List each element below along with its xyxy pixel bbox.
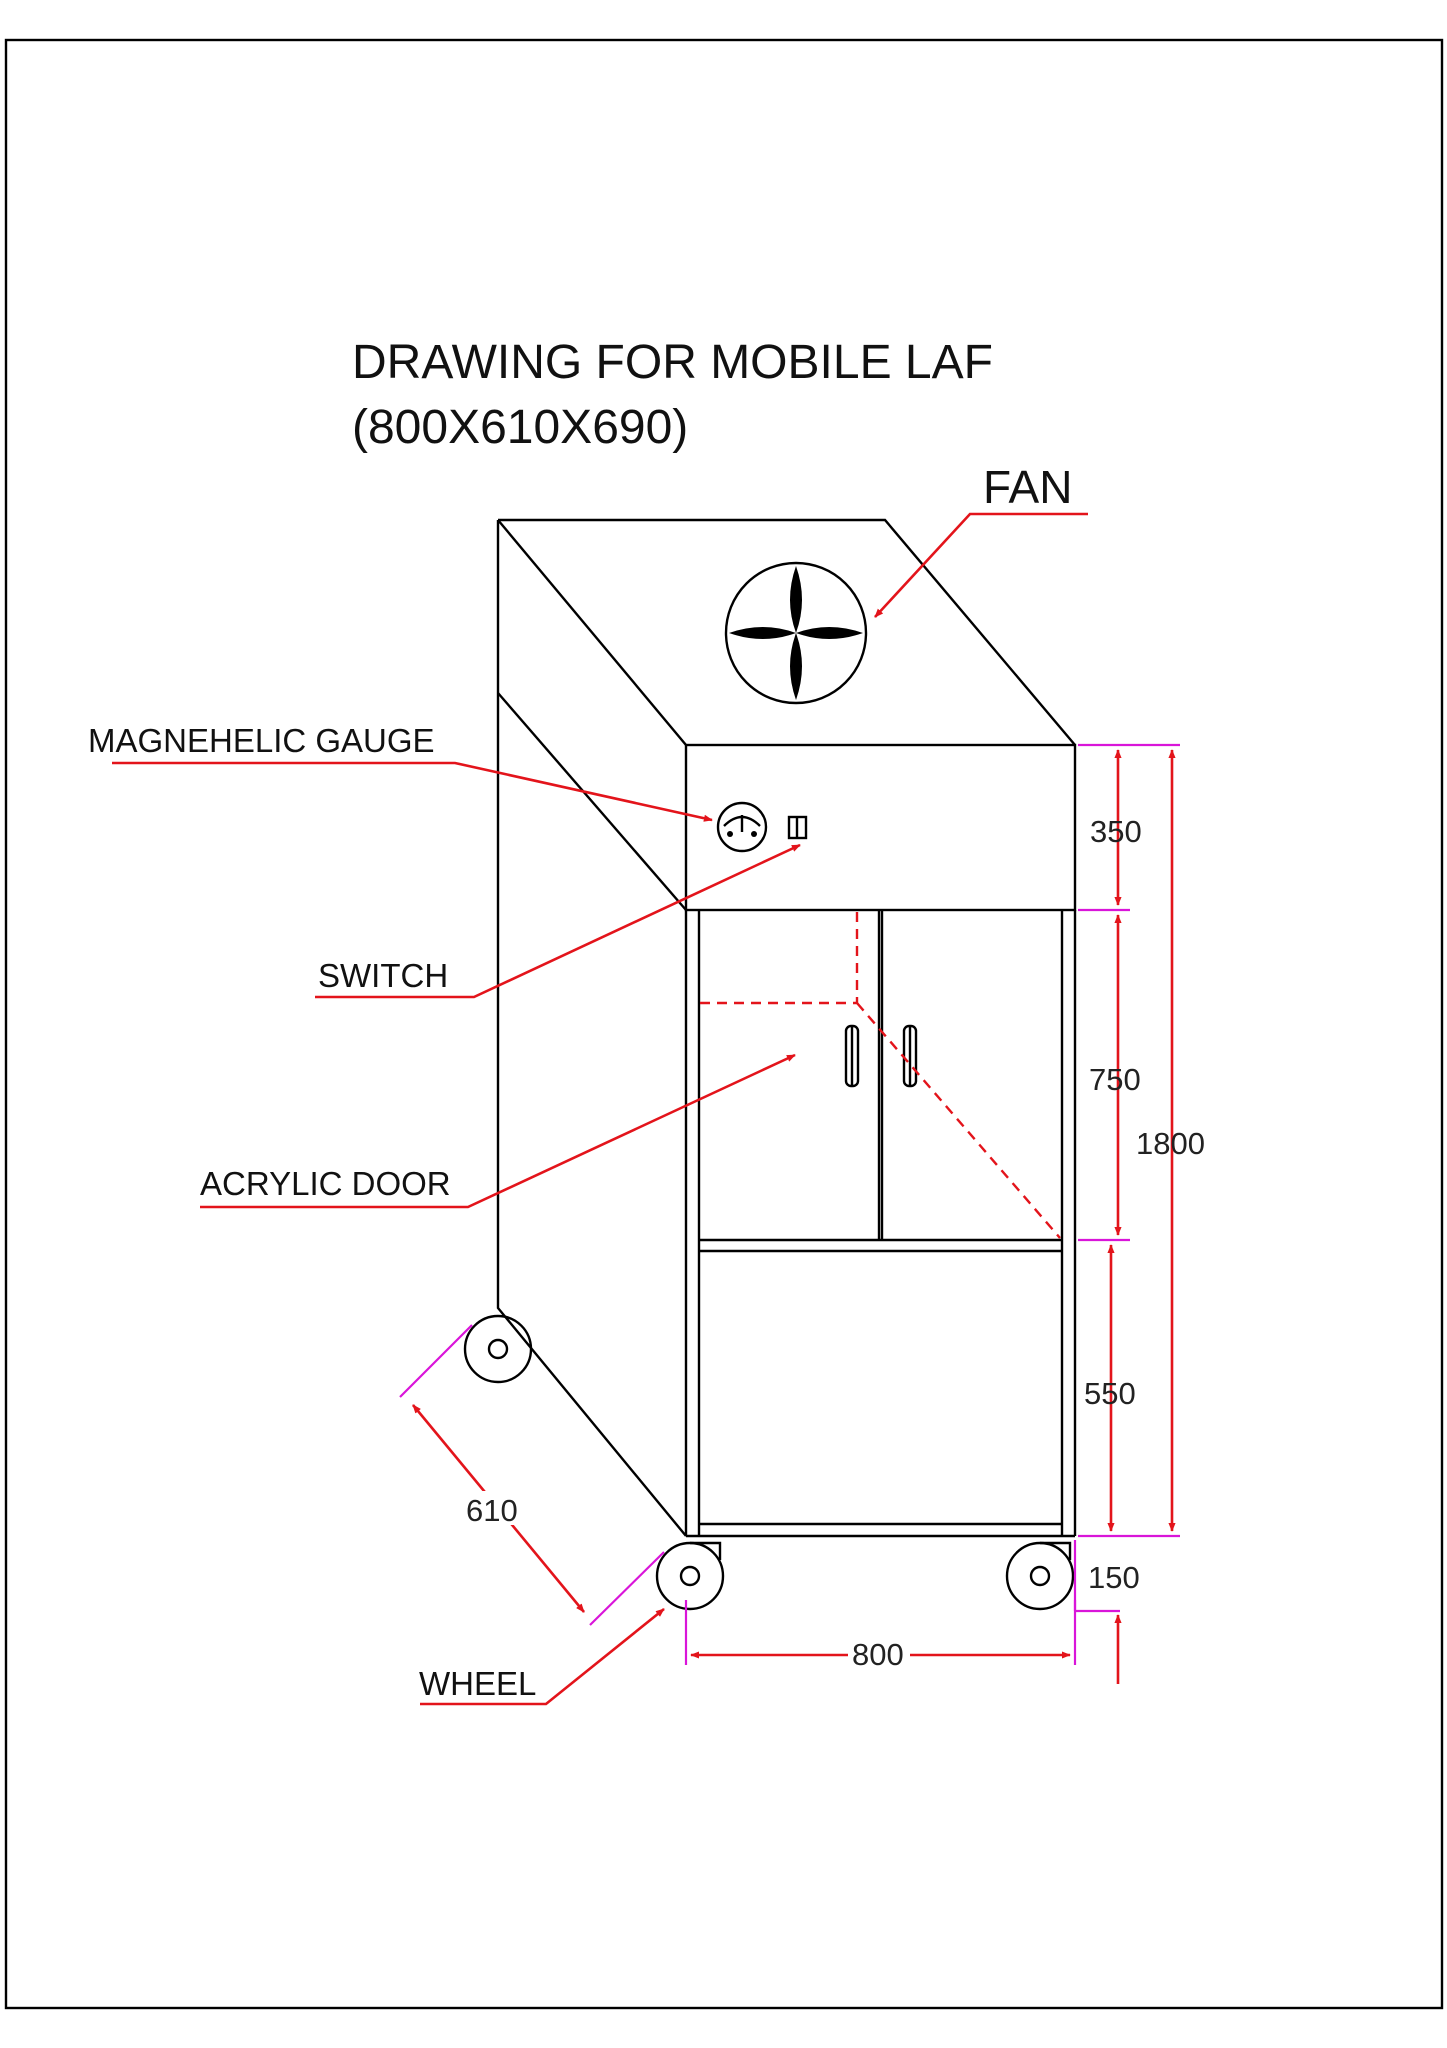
gauge-leader: [112, 761, 713, 822]
dimension-750: 750: [1089, 1062, 1141, 1097]
wheel-front-right-icon: [1005, 1541, 1075, 1611]
wheel-front-left-icon: [655, 1541, 725, 1611]
fan-label: FAN: [983, 461, 1072, 513]
dimension-550: 550: [1084, 1376, 1136, 1411]
door-handle-right: [902, 1024, 918, 1088]
vertical-dimensions: [1073, 743, 1180, 1684]
hidden-work-area-lines: [700, 910, 1061, 1239]
switch-label: SWITCH: [318, 957, 448, 994]
drawing-title: DRAWING FOR MOBILE LAF: [352, 336, 993, 389]
sheet-border: [4, 38, 1444, 2010]
cabinet-body: [496, 518, 1077, 1538]
gauge-label: MAGNEHELIC GAUGE: [88, 722, 435, 759]
dimension-150: 150: [1088, 1560, 1140, 1595]
dimension-350: 350: [1090, 814, 1142, 849]
depth-dimension: [399, 1324, 665, 1626]
dimension-610: 610: [466, 1493, 518, 1528]
switch-leader: [315, 843, 801, 999]
dimension-800: 800: [852, 1637, 904, 1672]
wheel-leader: [420, 1607, 665, 1706]
switch-icon: [787, 815, 808, 840]
wheel-back-icon: [463, 1314, 533, 1384]
wheel-label: WHEEL: [419, 1665, 536, 1702]
acrylic-door-label: ACRYLIC DOOR: [200, 1165, 451, 1202]
dimension-1800: 1800: [1136, 1126, 1205, 1161]
fan-leader: [874, 512, 1088, 618]
gauge-icon: [716, 801, 768, 853]
fan-icon: [724, 561, 868, 705]
door-leader: [200, 1053, 796, 1209]
door-handle-left: [844, 1024, 860, 1088]
drawing-subtitle: (800X610X690): [352, 401, 688, 454]
